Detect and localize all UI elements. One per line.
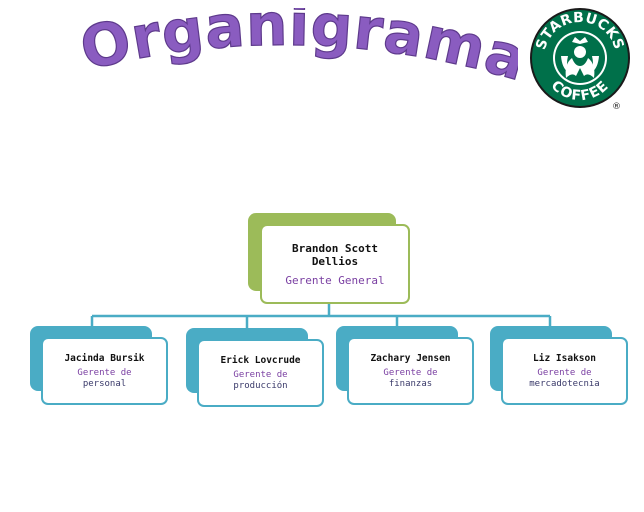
node-card: Liz Isakson Gerente de mercadotecnia <box>501 337 628 405</box>
root-name-line2: Dellios <box>311 254 359 268</box>
siren-icon <box>561 37 599 78</box>
node-card: Zachary Jensen Gerente de finanzas <box>347 337 474 405</box>
node-name: Liz Isakson <box>533 352 596 364</box>
root-name-line1: Brandon Scott <box>291 241 379 255</box>
page-title: Organigrama <box>74 0 534 103</box>
node-card: Erick Lovcrude Gerente de producción <box>197 339 324 407</box>
root-role: Gerente General <box>285 273 385 287</box>
node-card: Jacinda Bursik Gerente de personal <box>41 337 168 405</box>
node-name: Zachary Jensen <box>370 352 451 364</box>
node-role-line1: Gerente de <box>77 367 132 378</box>
svg-text:Organigrama: Organigrama <box>78 8 518 94</box>
node-role-line1: Gerente de <box>537 367 592 378</box>
node-role-line1: Gerente de <box>383 367 438 378</box>
node-role-line2: producción <box>233 380 288 391</box>
node-name: Jacinda Bursik <box>64 352 145 364</box>
node-card: Brandon Scott Dellios Gerente General <box>260 224 410 304</box>
node-role-line2: personal <box>82 378 127 389</box>
node-role-line2: finanzas <box>388 378 433 389</box>
title-text: Organigrama <box>74 0 534 95</box>
node-role-line2: mercadotecnia <box>529 378 600 389</box>
starbucks-logo: STARBUCKS COFFEE ® <box>528 6 632 112</box>
node-name: Erick Lovcrude <box>220 354 301 366</box>
node-role-line1: Gerente de <box>233 369 288 380</box>
registered-mark: ® <box>612 102 621 110</box>
